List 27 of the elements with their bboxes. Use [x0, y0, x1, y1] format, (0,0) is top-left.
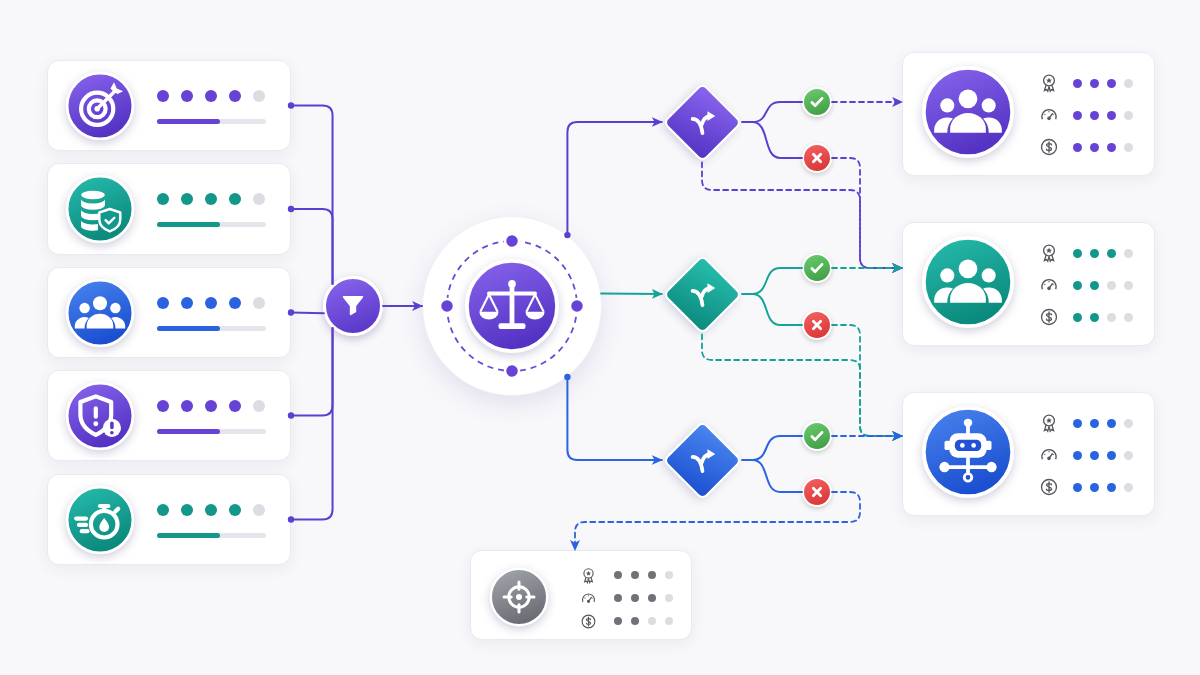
cross-icon [802, 477, 832, 507]
check-icon [802, 421, 832, 451]
card [47, 163, 291, 255]
connector-line [287, 205, 334, 286]
card [47, 60, 291, 151]
card [47, 474, 291, 565]
card [470, 550, 692, 640]
dashed-arrow [831, 431, 904, 441]
connector-line [741, 121, 803, 159]
dashed-arrow [831, 97, 904, 107]
funnel-icon [323, 276, 383, 336]
cross-icon [802, 143, 832, 173]
connector-line [287, 326, 334, 523]
connector-line [741, 293, 803, 326]
card [902, 392, 1155, 516]
cross-icon [802, 310, 832, 340]
check-icon [802, 253, 832, 283]
card [902, 52, 1155, 176]
card [47, 370, 291, 461]
connector-line [741, 459, 803, 493]
arrow [382, 301, 424, 311]
card [47, 267, 291, 358]
connector-line [287, 309, 325, 316]
dashed-arrow [570, 491, 861, 552]
card [902, 222, 1155, 346]
check-icon [802, 87, 832, 117]
dashed-arrow [831, 263, 904, 273]
